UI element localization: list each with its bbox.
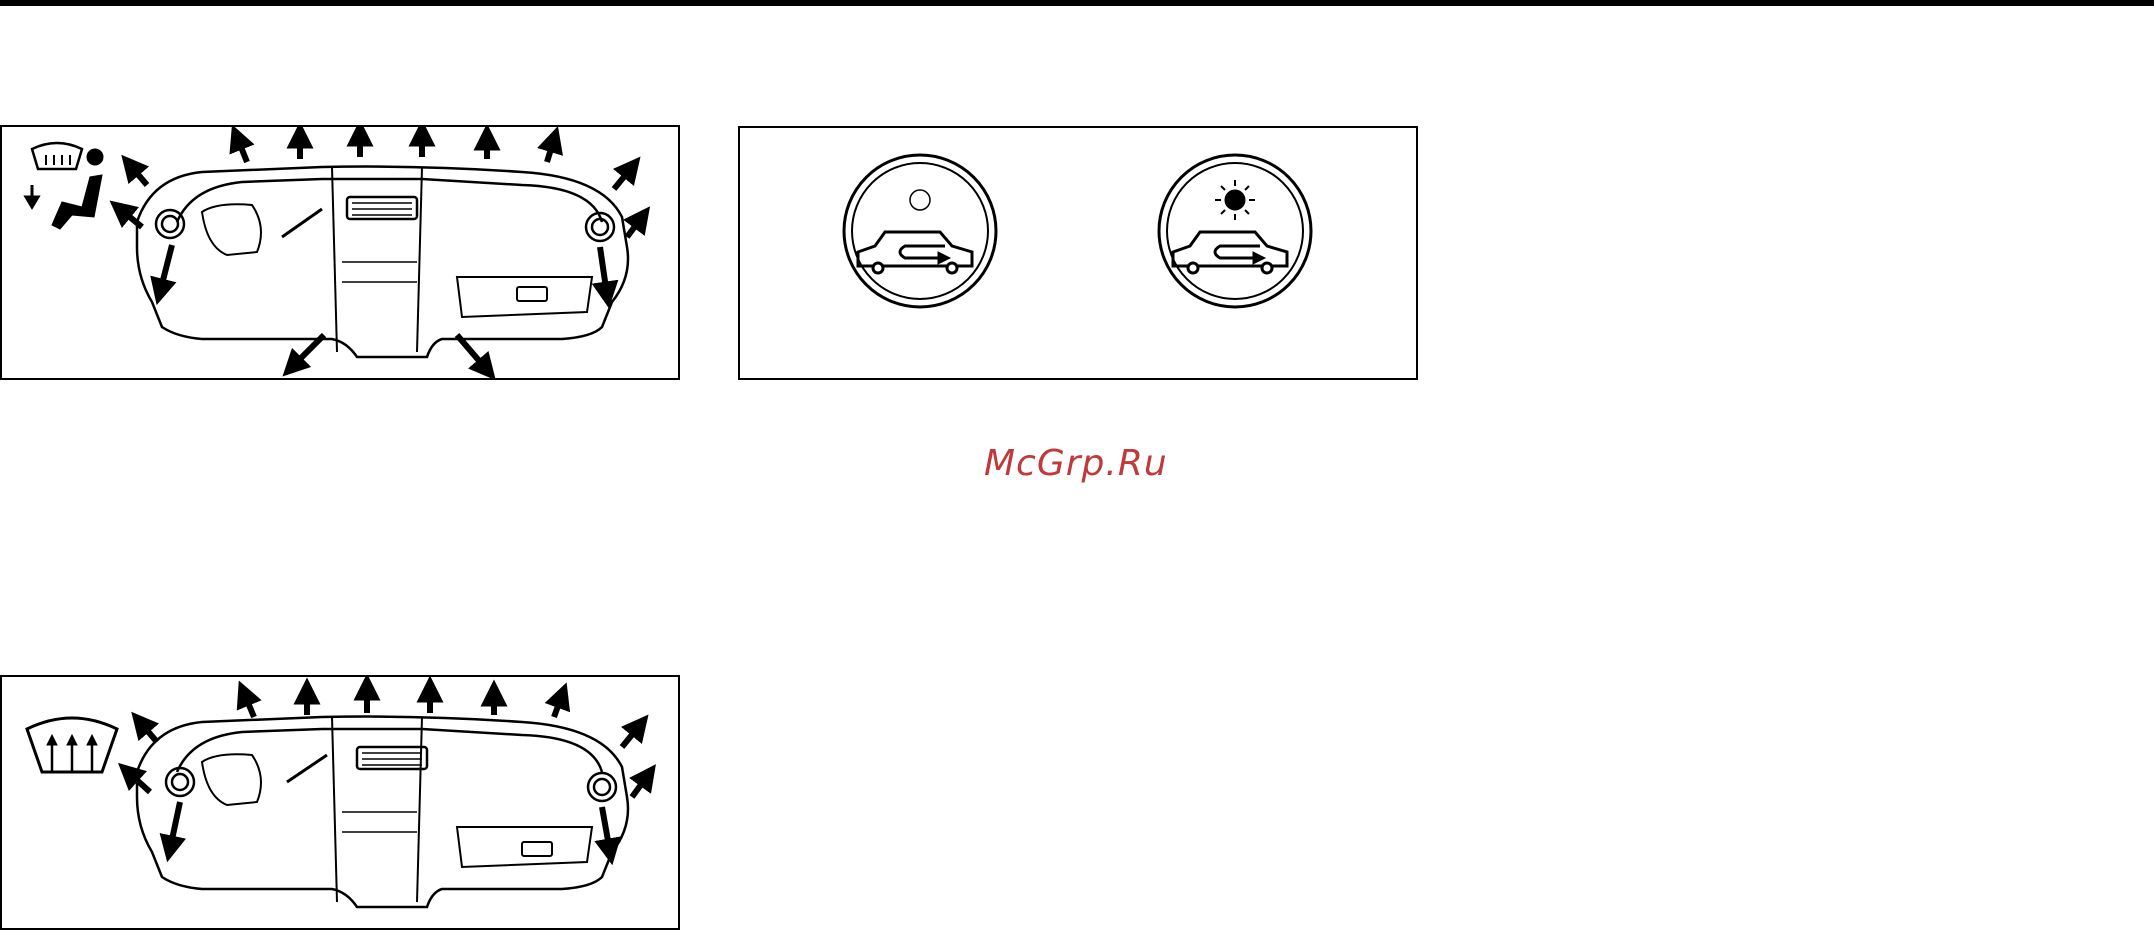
page-top-rule (0, 0, 2154, 6)
recirculation-buttons-figure (738, 126, 1418, 380)
dashboard-airflow-figure-top (0, 125, 680, 380)
dashboard-outline (137, 167, 628, 357)
dashboard-outline (137, 717, 628, 907)
buttons-diagram (740, 128, 1418, 380)
dashboard-diagram (2, 677, 680, 930)
down-arrow-icon (26, 185, 38, 207)
indicator-light-on (1215, 180, 1255, 220)
defrost-icon (27, 718, 117, 772)
recirculation-button-on (1159, 155, 1311, 307)
indicator-light-off (910, 190, 930, 210)
dashboard-diagram (2, 127, 680, 380)
watermark-text: McGrp.Ru (984, 443, 1168, 484)
recirculation-button-off (844, 155, 996, 307)
recirculation-icon (858, 232, 972, 273)
recirculation-icon (1173, 232, 1287, 273)
defrost-icon (32, 143, 82, 169)
dashboard-airflow-figure-bottom (0, 675, 680, 930)
airflow-arrows (120, 133, 642, 370)
